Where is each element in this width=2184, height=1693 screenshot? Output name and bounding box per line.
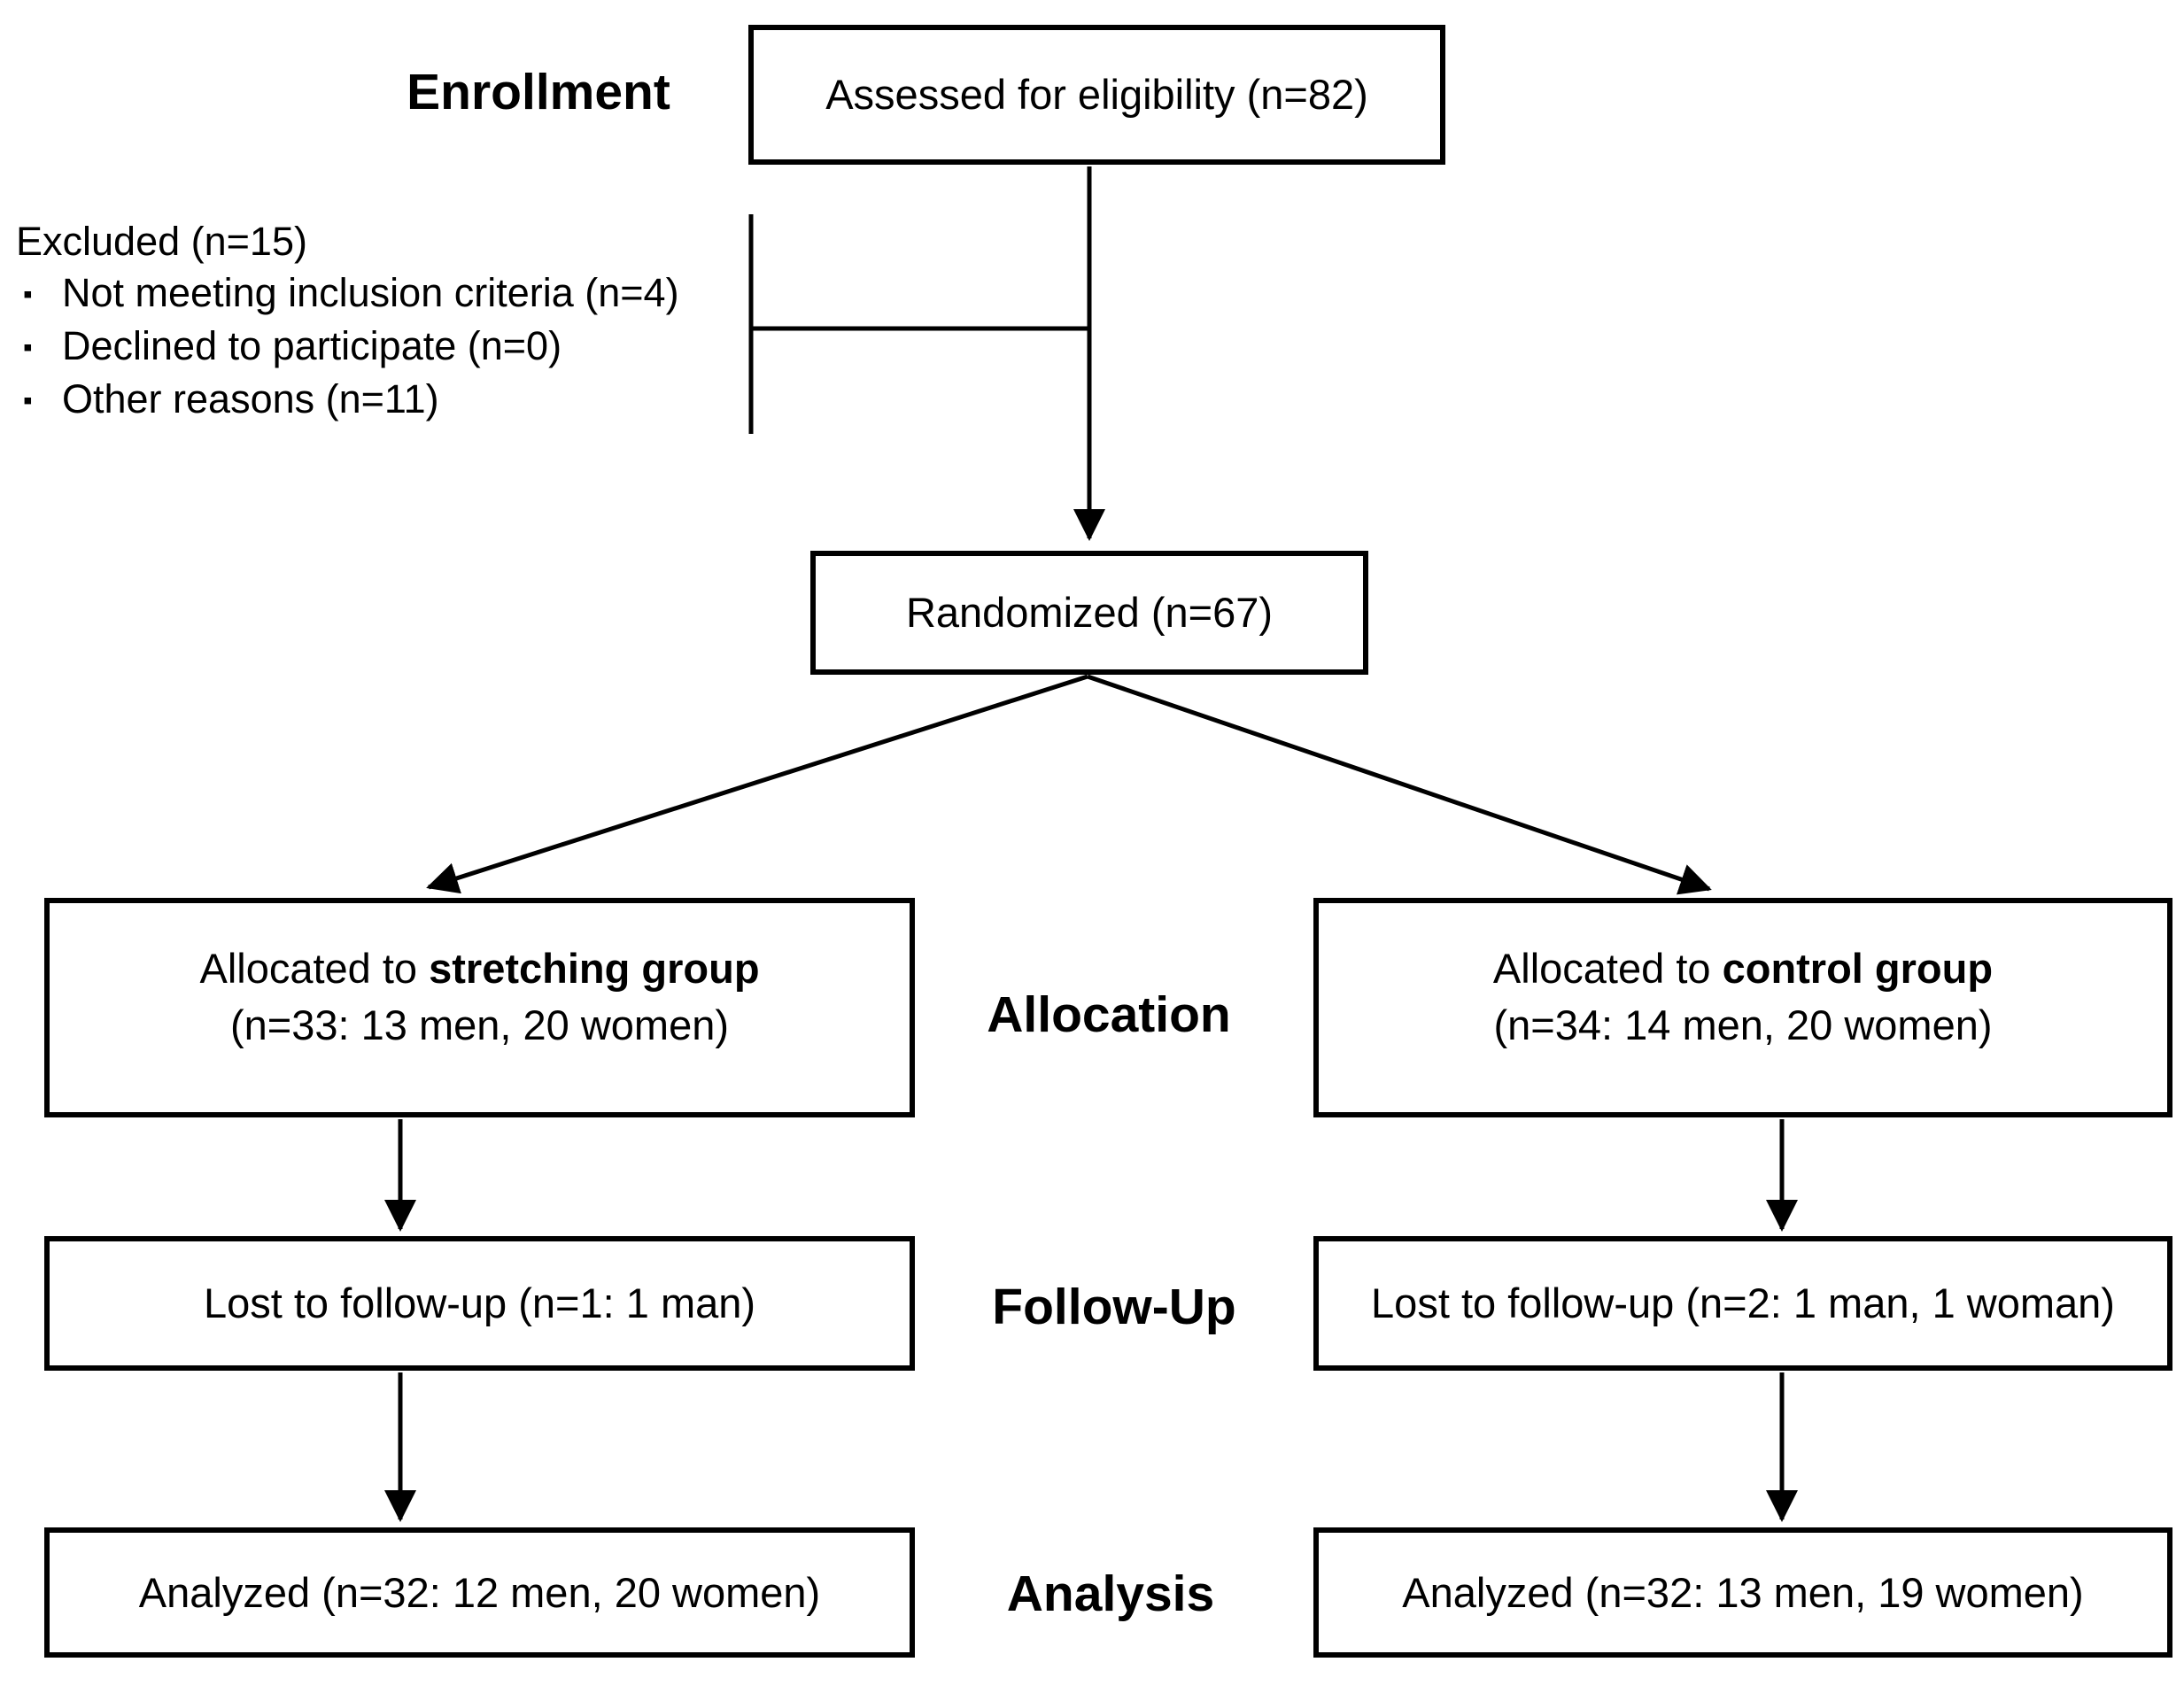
randomized-box: Randomized (n=67) xyxy=(810,551,1368,675)
square-bullet-icon: ▪ xyxy=(23,333,33,362)
assessed-eligibility-box: Assessed for eligibility (n=82) xyxy=(748,25,1445,165)
square-bullet-icon: ▪ xyxy=(23,280,33,309)
excluded-item-text: Declined to participate (n=0) xyxy=(62,323,562,368)
excluded-item-text: Other reasons (n=11) xyxy=(62,376,439,421)
stage-label-allocation: Allocation xyxy=(987,986,1231,1043)
excluded-item: ▪ Declined to participate (n=0) xyxy=(16,321,679,374)
excluded-item-text: Not meeting inclusion criteria (n=4) xyxy=(62,270,679,315)
lost-followup-stretching-text: Lost to follow-up (n=1: 1 man) xyxy=(203,1279,756,1326)
excluded-title: Excluded (n=15) xyxy=(16,219,307,264)
allocated-stretching-group-box: Allocated to stretching group (n=33: 13 … xyxy=(44,898,915,1117)
square-bullet-icon: ▪ xyxy=(23,386,33,415)
allocated-stretching-line1: Allocated to stretching group xyxy=(199,940,759,997)
randomized-text: Randomized (n=67) xyxy=(905,589,1274,636)
excluded-item: ▪ Not meeting inclusion criteria (n=4) xyxy=(16,267,679,321)
allocated-stretching-group-name: stretching group xyxy=(429,945,760,992)
stage-label-analysis: Analysis xyxy=(1006,1565,1215,1622)
allocated-stretching-line2: (n=33: 13 men, 20 women) xyxy=(229,1001,729,1048)
excluded-item: ▪ Other reasons (n=11) xyxy=(16,374,679,427)
analyzed-stretching-box: Analyzed (n=32: 12 men, 20 women) xyxy=(44,1527,915,1658)
lost-followup-control-box: Lost to follow-up (n=2: 1 man, 1 woman) xyxy=(1313,1236,2172,1371)
analyzed-stretching-text: Analyzed (n=32: 12 men, 20 women) xyxy=(138,1568,821,1616)
allocated-control-prefix: Allocated to xyxy=(1492,945,1723,992)
lost-followup-stretching-box: Lost to follow-up (n=1: 1 man) xyxy=(44,1236,915,1371)
allocated-control-line1: Allocated to control group xyxy=(1493,940,1993,997)
lost-followup-control-text: Lost to follow-up (n=2: 1 man, 1 woman) xyxy=(1371,1279,2115,1326)
analyzed-control-text: Analyzed (n=32: 13 men, 19 women) xyxy=(1402,1568,2084,1616)
stage-label-enrollment: Enrollment xyxy=(407,64,670,120)
stage-label-followup: Follow-Up xyxy=(992,1279,1236,1335)
allocated-stretching-prefix: Allocated to xyxy=(199,945,430,992)
assessed-eligibility-text: Assessed for eligibility (n=82) xyxy=(825,71,1368,118)
allocated-control-group-box: Allocated to control group (n=34: 14 men… xyxy=(1313,898,2172,1117)
analyzed-control-box: Analyzed (n=32: 13 men, 19 women) xyxy=(1313,1527,2172,1658)
allocated-control-group-name: control group xyxy=(1722,945,1994,992)
allocated-control-line2: (n=34: 14 men, 20 women) xyxy=(1493,1001,1993,1048)
excluded-block: Excluded (n=15) ▪ Not meeting inclusion c… xyxy=(16,216,679,427)
